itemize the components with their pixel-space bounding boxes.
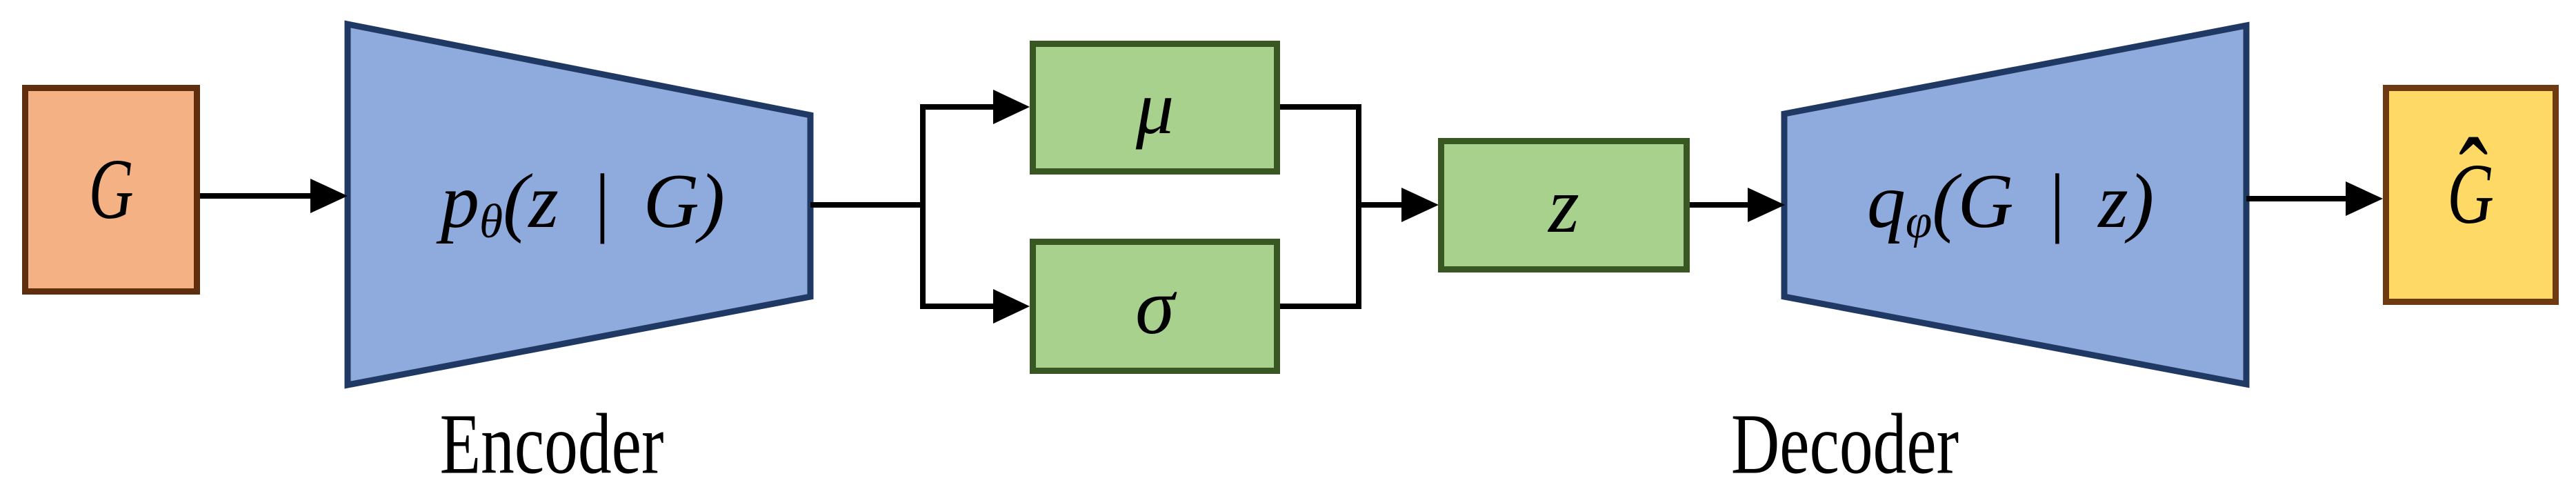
input-graph-box: G xyxy=(22,85,200,295)
decoder-formula-args: (G | z) xyxy=(1932,159,2155,244)
mu-box: μ xyxy=(1030,41,1280,175)
input-graph-label: G xyxy=(88,141,134,237)
decoder-trapezoid xyxy=(1781,21,2250,388)
arrowhead-into-latent xyxy=(1401,188,1439,222)
arrowhead-into-encoder xyxy=(310,179,348,213)
latent-z-box: z xyxy=(1438,138,1690,272)
arrowhead-into-decoder xyxy=(1748,188,1785,222)
arrowhead-into-sigma xyxy=(993,289,1030,324)
encoder-formula-base: p xyxy=(441,159,480,244)
encoder-caption: Encoder xyxy=(439,397,664,493)
decoder-formula-subscript: φ xyxy=(1905,195,1933,249)
circumflex-hat-accent: ˆ xyxy=(2459,115,2488,244)
wire-encoder-split xyxy=(810,104,993,309)
sigma-label: σ xyxy=(1135,262,1175,350)
decoder-caption: Decoder xyxy=(1730,397,1959,493)
mu-label: μ xyxy=(1135,66,1175,150)
arrowhead-into-mu xyxy=(993,90,1030,124)
latent-z-label: z xyxy=(1548,161,1579,249)
encoder-formula: pθ(z | G) xyxy=(441,163,725,246)
arrowhead-into-output xyxy=(2346,181,2383,216)
decoder-formula-base: q xyxy=(1866,159,1906,244)
encoder-trapezoid xyxy=(344,20,814,389)
output-graph-letter: G xyxy=(2447,147,2495,242)
decoder-formula: qφ(G | z) xyxy=(1867,163,2154,246)
encoder-formula-subscript: θ xyxy=(479,195,503,249)
encoder-formula-args: (z | G) xyxy=(503,159,725,244)
sigma-box: σ xyxy=(1030,239,1280,374)
wire-merge-to-latent xyxy=(1280,104,1401,309)
